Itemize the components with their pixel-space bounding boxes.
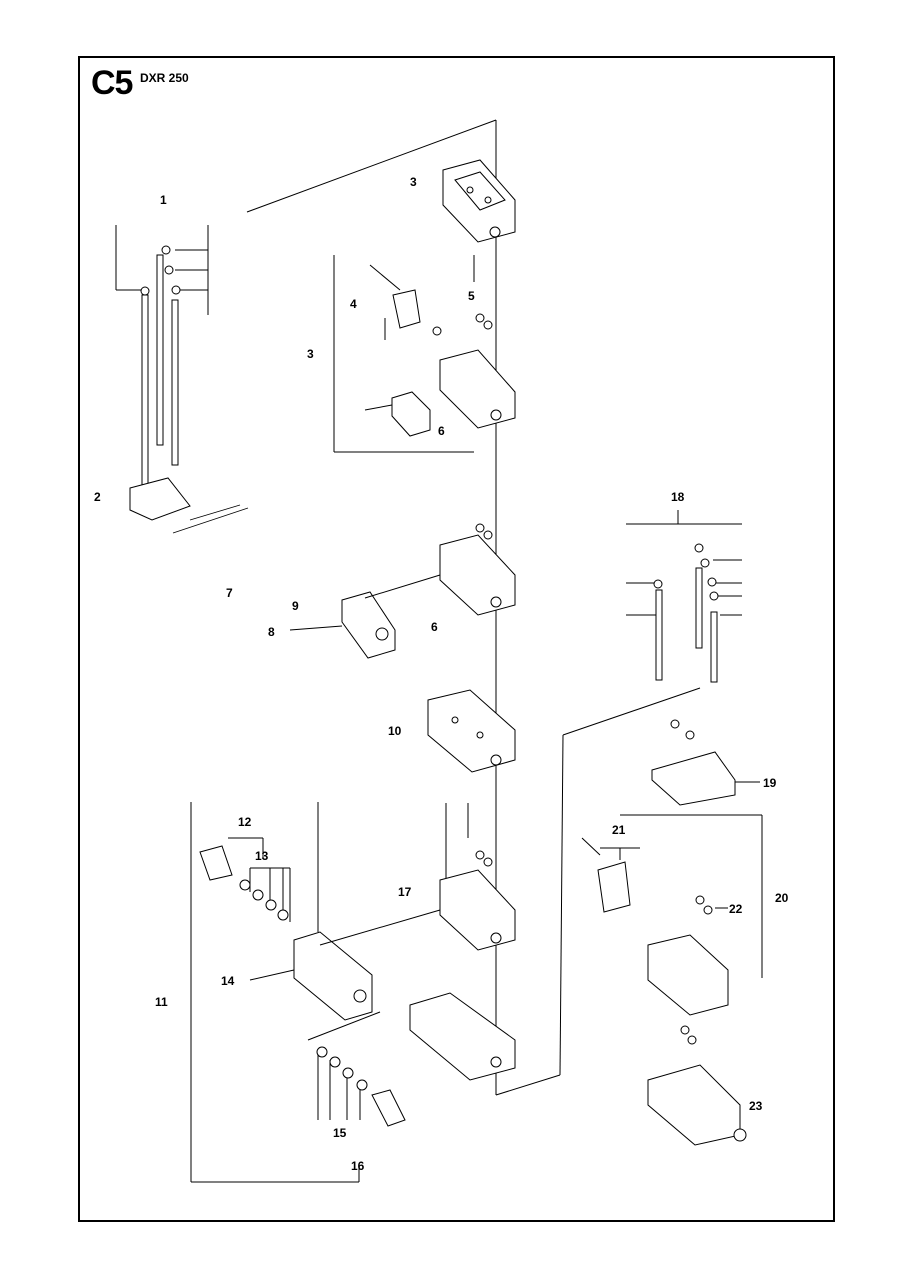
axis-diagonal-bottom <box>495 1074 561 1096</box>
callout-6-upper: 6 <box>438 424 445 438</box>
valve-section-group <box>333 255 516 453</box>
callout-11: 11 <box>155 995 168 1009</box>
callout-2: 2 <box>94 490 101 504</box>
callout-9: 9 <box>292 599 299 613</box>
callout-22: 22 <box>729 902 743 916</box>
valve-section-3-top <box>442 159 516 243</box>
valve-section-middle <box>289 523 516 659</box>
tie-rod-set-18 <box>626 510 742 683</box>
callout-14: 14 <box>221 974 235 988</box>
valve-section-20 <box>581 814 763 1016</box>
callout-10: 10 <box>388 724 402 738</box>
callout-3-group: 3 <box>307 347 314 361</box>
tie-rod-set-1 <box>115 225 209 501</box>
axis-diagonal-top <box>246 119 497 213</box>
callout-1: 1 <box>160 193 167 207</box>
callout-12: 12 <box>238 815 252 829</box>
valve-section-10 <box>427 689 516 773</box>
callout-23: 23 <box>749 1099 763 1113</box>
page-frame <box>78 56 835 1222</box>
callout-3-top: 3 <box>410 175 417 189</box>
callout-7: 7 <box>226 586 233 600</box>
callout-5: 5 <box>468 289 475 303</box>
callout-15: 15 <box>333 1126 347 1140</box>
section-code: C5 <box>91 64 133 102</box>
callout-19: 19 <box>763 776 777 790</box>
spool-group-11 <box>190 802 441 1183</box>
valve-section-17 <box>409 803 516 1081</box>
callout-4: 4 <box>350 297 357 311</box>
callout-17: 17 <box>398 885 412 899</box>
callout-20: 20 <box>775 891 789 905</box>
callout-16: 16 <box>351 1159 365 1173</box>
callout-18: 18 <box>671 490 685 504</box>
end-plate-19 <box>651 719 760 806</box>
end-plate-23 <box>647 1025 747 1146</box>
callout-6-middle: 6 <box>431 620 438 634</box>
callout-21: 21 <box>612 823 626 837</box>
model-name: DXR 250 <box>140 71 189 85</box>
end-plate-2 <box>129 477 249 534</box>
callout-8: 8 <box>268 625 275 639</box>
callout-13: 13 <box>255 849 269 863</box>
